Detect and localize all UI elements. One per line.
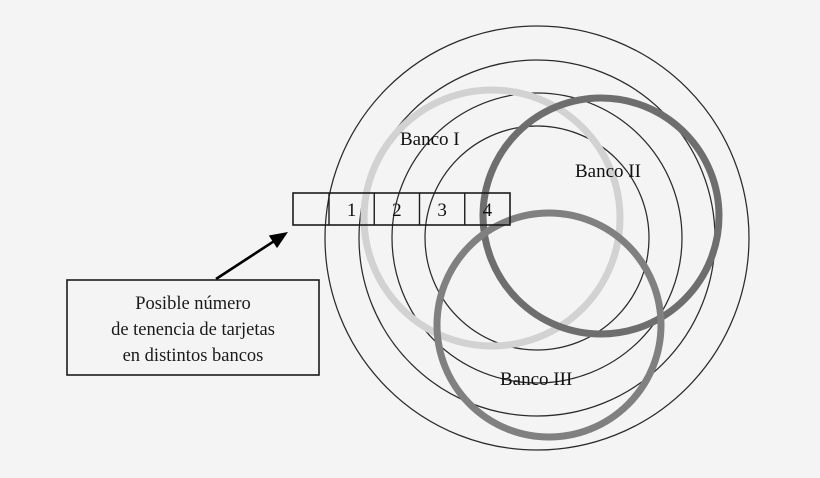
scale-box-outline <box>292 192 511 226</box>
concentric-ring-3 <box>391 92 683 384</box>
scale-cell-1: 1 <box>347 200 357 221</box>
banco-ii-circle <box>479 94 723 338</box>
caption-box: Posible número de tenencia de tarjetas e… <box>66 279 320 376</box>
scale-cell-2: 2 <box>392 200 402 221</box>
banco-iii-label: Banco III <box>500 369 572 390</box>
caption-line-2: de tenencia de tarjetas <box>111 320 275 340</box>
concentric-ring-outer <box>324 25 750 451</box>
banco-iii-circle <box>433 209 665 441</box>
scale-cell-4: 4 <box>483 200 493 221</box>
scale-box: 1 2 3 4 <box>292 192 511 226</box>
caption-line-3: en distintos bancos <box>123 346 264 366</box>
caption-box-outline <box>66 279 320 376</box>
concentric-ring-inner <box>424 125 650 351</box>
banco-ii-label: Banco II <box>575 161 641 182</box>
callout-arrow-head <box>268 232 288 249</box>
banco-i-circle <box>360 86 624 350</box>
callout-arrow <box>215 232 288 281</box>
caption-line-1: Posible número <box>135 294 251 314</box>
bank-circles-group <box>360 86 723 441</box>
scale-cell-3: 3 <box>437 200 447 221</box>
callout-arrow-shaft <box>215 238 277 281</box>
banco-i-label: Banco I <box>400 129 460 150</box>
bank-labels-group: Banco I Banco II Banco III <box>400 129 641 390</box>
concentric-rings-group <box>324 25 750 451</box>
